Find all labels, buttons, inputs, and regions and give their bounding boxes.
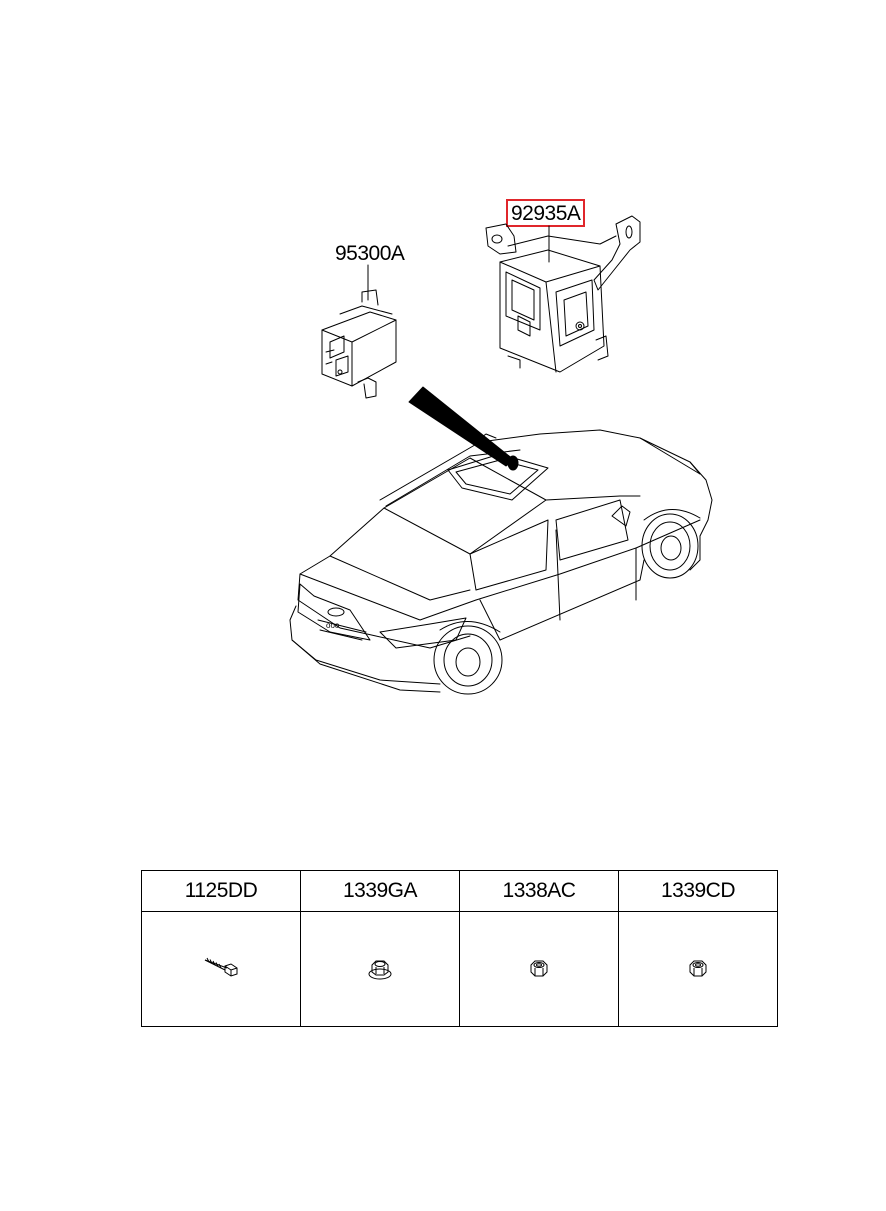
flange-nut-icon <box>368 960 392 980</box>
parts-diagram: ooo <box>289 215 713 695</box>
hex-nut-icon <box>689 960 707 977</box>
module-95300a <box>321 289 397 399</box>
fastener-cell-4 <box>618 911 778 1027</box>
fastener-image-row <box>141 911 778 1027</box>
fastener-cell-3 <box>459 911 619 1027</box>
callout-95300a: 95300A <box>335 242 405 265</box>
fastener-cell-2 <box>300 911 460 1027</box>
vehicle-outline: ooo <box>289 429 713 695</box>
svg-text:ooo: ooo <box>326 621 340 630</box>
module-92935a <box>485 215 641 373</box>
callout-92935a: 92935A <box>506 199 586 227</box>
fastener-cell-1 <box>141 911 301 1027</box>
fastener-part-1125dd: 1125DD <box>141 870 301 912</box>
fastener-part-1338ac: 1338AC <box>459 870 619 912</box>
fastener-table: 1125DD 1339GA 1338AC 1339CD <box>141 870 778 1027</box>
bolt-icon <box>204 957 238 977</box>
fastener-part-1339cd: 1339CD <box>618 870 778 912</box>
fastener-part-1339ga: 1339GA <box>300 870 460 912</box>
hex-nut-icon <box>530 960 548 977</box>
fastener-header-row: 1125DD 1339GA 1338AC 1339CD <box>141 870 778 912</box>
